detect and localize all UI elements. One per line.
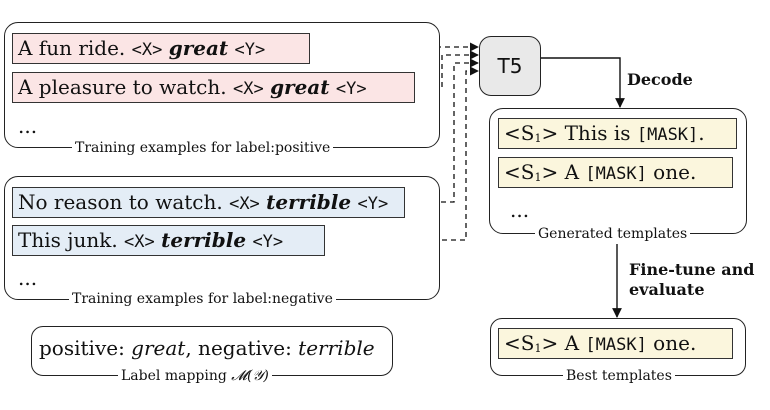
- generated-template-2: <S1> A [MASK] one.: [498, 157, 733, 188]
- negative-example-2: This junk. <X> terrible <Y>: [12, 225, 325, 256]
- negative-example-1: No reason to watch. <X> terrible <Y>: [12, 187, 405, 218]
- label-mapping-text: positive: great, negative: terrible: [39, 336, 375, 360]
- arrow-decode: [541, 57, 625, 108]
- t5-model-box: T5: [479, 36, 541, 96]
- negative-caption: Training examples for label:negative: [69, 291, 336, 307]
- generated-template-1: <S1> This is [MASK].: [498, 118, 737, 149]
- generated-caption: Generated templates: [535, 226, 691, 242]
- arrow-neg-2: [325, 66, 479, 241]
- best-caption: Best templates: [563, 368, 675, 384]
- decode-label: Decode: [627, 70, 693, 89]
- negative-ellipsis: ...: [18, 266, 38, 290]
- best-template: <S1> A [MASK] one.: [498, 328, 733, 359]
- label-mapping-caption: Label mapping 𝓜(𝒴): [118, 368, 272, 384]
- generated-ellipsis: ...: [510, 198, 530, 222]
- positive-example-2: A pleasure to watch. <X> great <Y>: [12, 72, 415, 103]
- arrow-neg-1: [405, 58, 479, 203]
- positive-example-1: A fun ride. <X> great <Y>: [12, 33, 310, 64]
- positive-caption: Training examples for label:positive: [72, 140, 334, 156]
- positive-ellipsis: ...: [18, 114, 38, 138]
